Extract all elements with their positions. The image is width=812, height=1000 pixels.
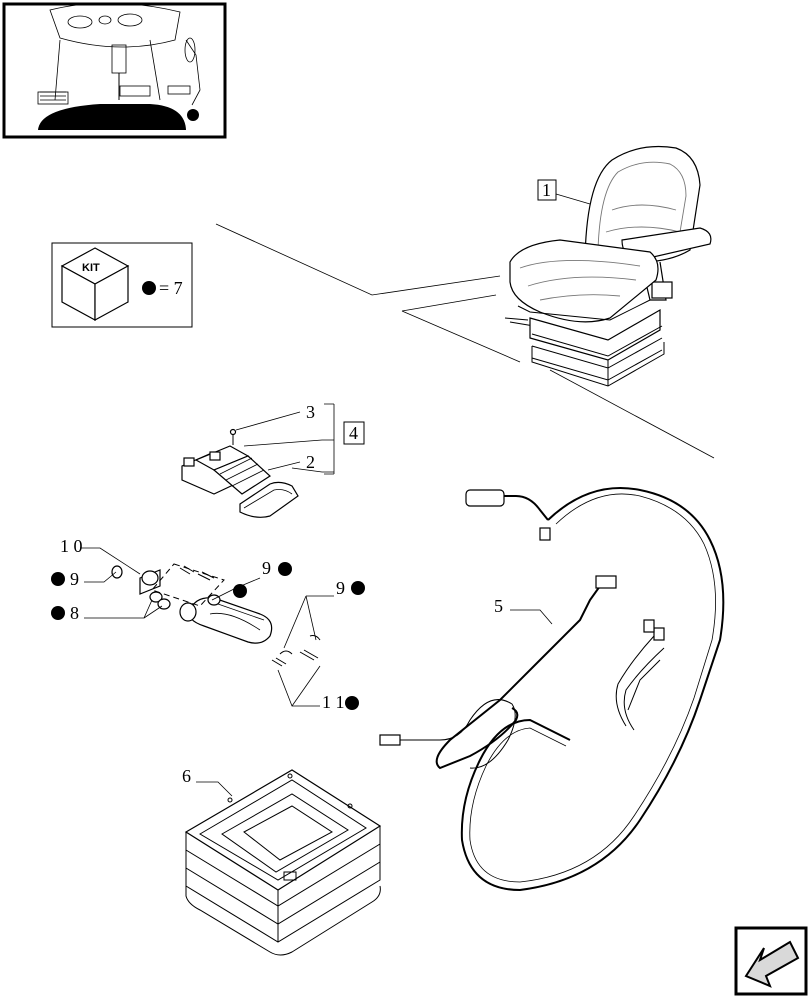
callout-5: 5 <box>494 596 503 616</box>
callout-10: 1 0 <box>60 536 83 556</box>
callout-6: 6 <box>182 766 191 786</box>
shock-absorber-icon[interactable] <box>179 594 273 644</box>
seat-assembly-icon[interactable] <box>504 145 712 387</box>
seat-switch-icon[interactable] <box>181 428 271 495</box>
callout-3: 3 <box>306 402 315 422</box>
callout-2: 2 <box>306 452 315 472</box>
callout-9b: 9 <box>262 558 271 578</box>
callout-11: 1 1 <box>322 692 345 712</box>
bullet-9b-icon <box>278 562 292 576</box>
kit-quantity: = 7 <box>159 278 183 298</box>
kit-cube-icon <box>60 247 130 322</box>
suspension-bellows-icon[interactable] <box>184 769 382 956</box>
callout-box-4 <box>343 421 365 445</box>
kit-bullet-icon <box>142 281 156 295</box>
kit-legend-box: KIT = 7 <box>51 242 193 328</box>
bullet-kit-9b-icon <box>233 584 247 598</box>
callout-1: 1 <box>542 180 551 200</box>
next-page-arrow-icon[interactable] <box>734 926 808 996</box>
callout-9c: 9 <box>336 578 345 598</box>
thumbnail-tractor-cab-icon[interactable] <box>2 2 227 139</box>
callout-box-1 <box>537 179 557 201</box>
bullet-9c-icon <box>351 581 365 595</box>
bullet-8-icon <box>51 606 65 620</box>
bullet-11-icon <box>345 696 359 710</box>
switch-cover-icon[interactable] <box>239 481 299 518</box>
callout-8: 8 <box>70 603 79 623</box>
callout-9a: 9 <box>70 569 79 589</box>
wiring-harness-icon[interactable] <box>379 487 725 892</box>
bullet-9a-icon <box>51 572 65 586</box>
kit-label: KIT <box>82 262 100 274</box>
callout-4: 4 <box>349 423 358 443</box>
